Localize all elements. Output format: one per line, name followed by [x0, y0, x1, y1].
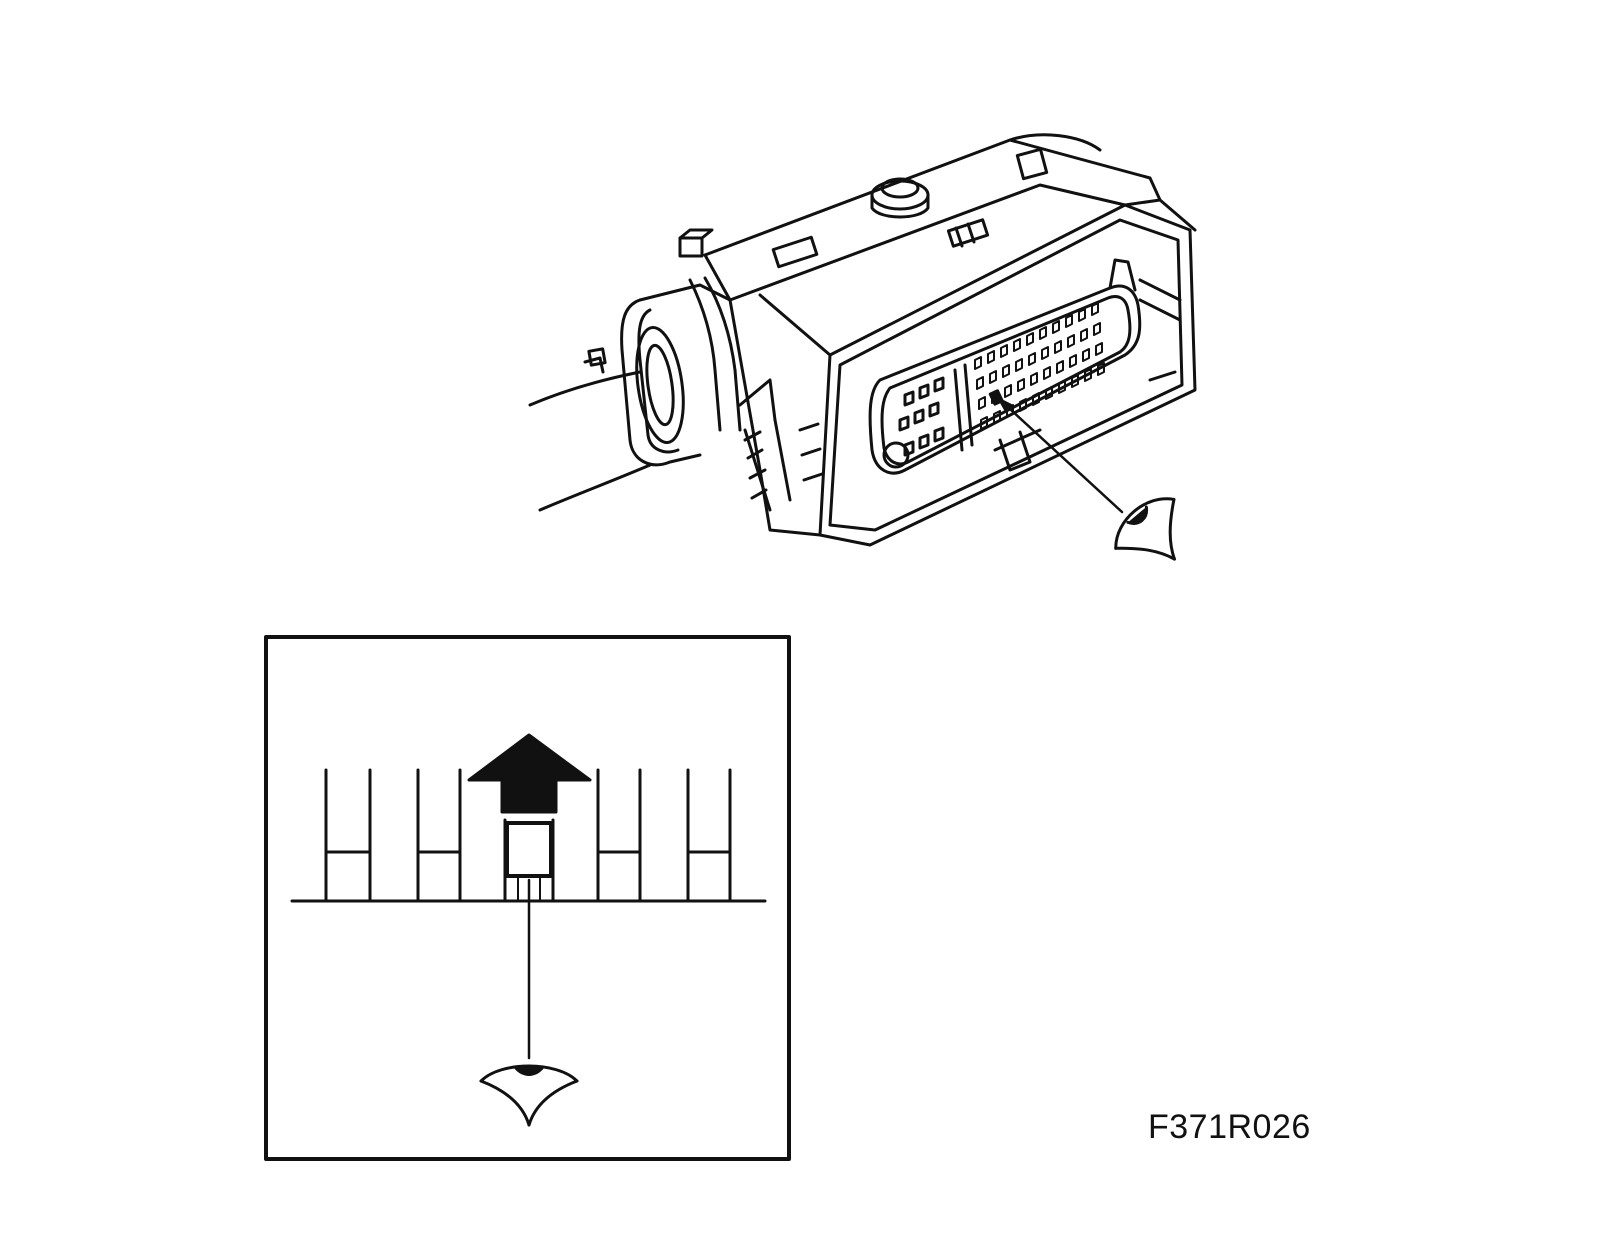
connector-housing [680, 135, 1195, 545]
terminal-pin [507, 823, 551, 876]
pin-face [870, 260, 1140, 473]
eye-icon [1105, 487, 1203, 584]
leader-line [998, 398, 1122, 512]
arrow-up-icon [469, 735, 590, 812]
figure-code: F371R026 [1148, 1108, 1311, 1146]
detail-inset [266, 637, 789, 1159]
connector-illustration [530, 135, 1204, 584]
wire-harness [530, 349, 650, 510]
connector-boot [622, 278, 740, 465]
eye-icon [481, 1066, 577, 1125]
